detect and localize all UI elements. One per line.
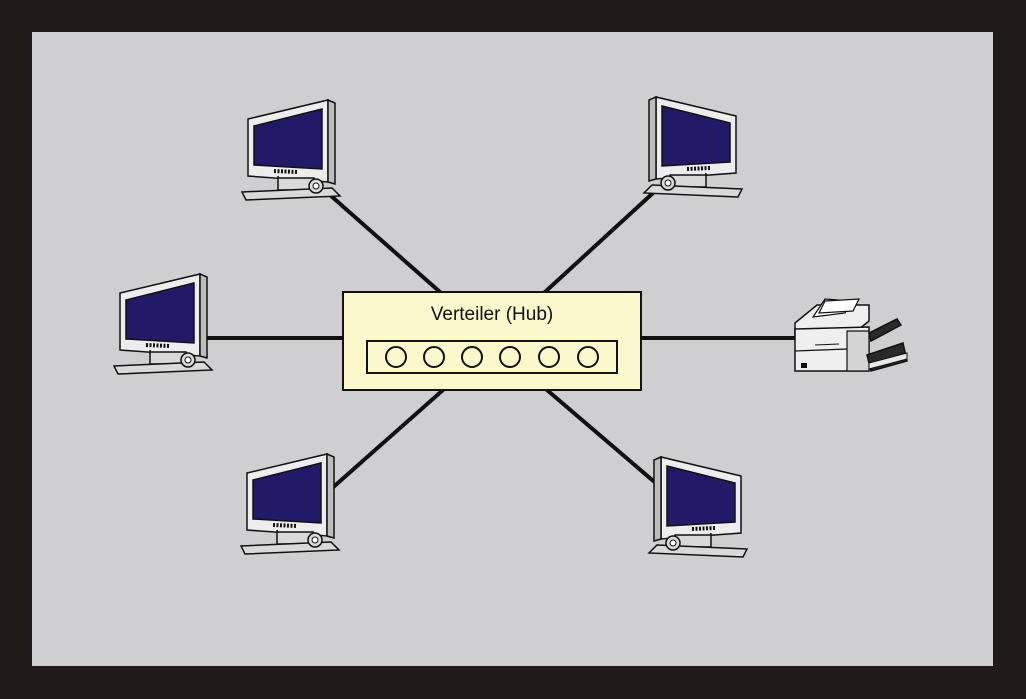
hub-port (385, 346, 407, 368)
hub-port (423, 346, 445, 368)
cable-top-left (328, 193, 442, 294)
hub-port (538, 346, 560, 368)
cable-bottom-right (545, 388, 660, 487)
hub-ports (385, 346, 599, 368)
hub-port (461, 346, 483, 368)
hub-port (499, 346, 521, 368)
cable-top-right (543, 191, 655, 294)
cable-bottom-left (328, 388, 445, 492)
hub-port-panel (366, 340, 618, 374)
cables (201, 191, 797, 492)
hub-label: Verteiler (Hub) (431, 304, 554, 325)
hub-port (577, 346, 599, 368)
hub: Verteiler (Hub) (342, 291, 642, 391)
